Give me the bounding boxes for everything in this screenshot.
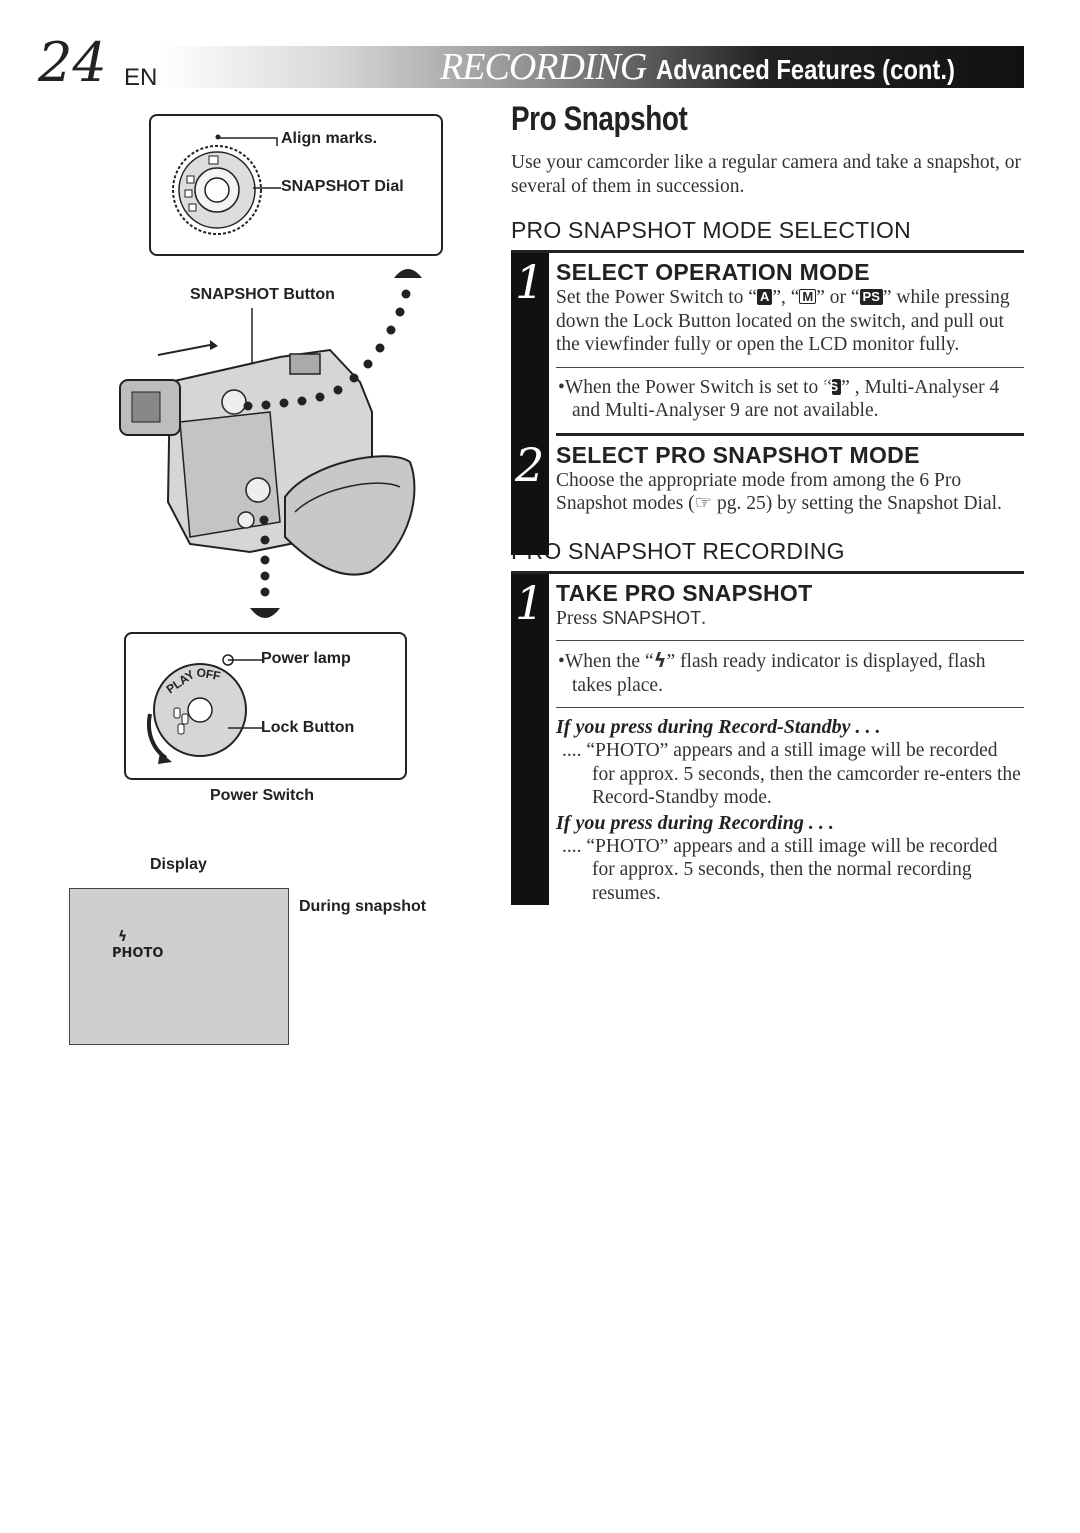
step-number: 1: [515, 575, 545, 630]
section-banner: RECORDING Advanced Features (cont.): [160, 46, 1024, 88]
step-text: ” or “: [816, 287, 860, 308]
flash-icon: ϟ: [653, 649, 667, 672]
record-standby-text: .... “PHOTO” appears and a still image w…: [562, 740, 1021, 808]
page-language: EN: [124, 64, 158, 91]
snapshot-dial-label: SNAPSHOT Dial: [281, 178, 404, 195]
step-number: 1: [515, 255, 545, 309]
step-text: Set the Power Switch to “: [556, 287, 757, 308]
snapshot-key: SNAPSHOT: [602, 607, 702, 628]
note-text: •When the “: [558, 651, 654, 672]
main-content: Pro Snapshot Use your camcorder like a r…: [511, 100, 1024, 905]
subheading-recording: If you press during Recording . . .: [556, 811, 834, 834]
divider: [556, 432, 1024, 436]
step-select-operation-mode: 1 SELECT OPERATION MODE Set the Power Sw…: [511, 253, 1024, 555]
divider: [556, 707, 1024, 708]
step-note: •When the “ϟ” flash ready indicator is d…: [556, 649, 1024, 697]
during-snapshot-label: During snapshot: [299, 898, 427, 915]
recording-text: .... “PHOTO” appears and a still image w…: [562, 835, 998, 904]
power-lamp-label: Power lamp: [261, 650, 351, 667]
page-title: Pro Snapshot: [511, 100, 688, 138]
photo-indicator: PHOTO: [112, 946, 164, 961]
step-body: Choose the appropriate mode from among t…: [556, 469, 1002, 515]
section-heading-mode-selection: PRO SNAPSHOT MODE SELECTION: [511, 217, 1024, 253]
step-text: Press: [556, 607, 603, 629]
step-select-pro-snapshot-mode: 2 SELECT PRO SNAPSHOT MODE Choose the ap…: [515, 436, 1024, 516]
lock-button-label: Lock Button: [261, 719, 355, 736]
subheading-record-standby: If you press during Record-Standby . . .: [556, 716, 881, 738]
banner-subtitle: Advanced Features (cont.): [656, 54, 956, 85]
snapshot-dial-illustration: [172, 134, 262, 235]
power-switch-figure: PLAY OFF Power lamp Lock Button: [124, 632, 407, 780]
snapshot-dial-figure: Align marks. SNAPSHOT Dial: [149, 114, 443, 256]
label-leader-lines: [219, 137, 281, 189]
intro-text: Use your camcorder like a regular camera…: [511, 152, 1022, 197]
note-text: ” flash ready indicator is displayed, fl…: [572, 651, 986, 696]
banner-title: RECORDING Advanced Features (cont.): [440, 46, 1008, 88]
step-number: 2: [515, 437, 545, 492]
step-text: ” while pressing down the Lock Button lo…: [556, 287, 1010, 355]
align-marks-label: Align marks.: [281, 130, 378, 147]
switch-off-label: OFF: [195, 665, 221, 683]
auto-mode-icon: A: [756, 289, 773, 305]
step-heading: TAKE PRO SNAPSHOT: [556, 579, 813, 606]
note-text: •When the Power Switch is set to “: [558, 376, 832, 398]
flash-icon: ϟ: [118, 929, 128, 945]
step-heading: SELECT PRO SNAPSHOT MODE: [556, 441, 920, 468]
divider: [556, 640, 1024, 641]
step-take-pro-snapshot: 1 TAKE PRO SNAPSHOT Press SNAPSHOT. •Whe…: [511, 573, 1024, 905]
step-text: ”, “: [772, 287, 800, 308]
display-screen: ϟ PHOTO: [69, 888, 289, 1045]
banner-recording: RECORDING: [440, 46, 647, 88]
power-switch-label: Power Switch: [210, 787, 315, 804]
pro-snapshot-icon: PS: [859, 289, 883, 305]
section-heading-recording: PRO SNAPSHOT RECORDING: [511, 538, 1024, 574]
manual-mode-icon: M: [799, 289, 817, 304]
camcorder-illustration: [119, 269, 422, 618]
page-number: 24: [38, 31, 107, 94]
power-switch-illustration: PLAY OFF: [147, 654, 247, 764]
pro-snapshot-icon: PS: [821, 378, 842, 395]
divider: [556, 366, 1024, 368]
note-text: ” , Multi-Analyser 4 and Multi-Analyser …: [572, 376, 1000, 422]
step-note: •When the Power Switch is set to “PS” , …: [556, 376, 1024, 423]
step-text: .: [701, 607, 706, 629]
step-heading: SELECT OPERATION MODE: [556, 259, 870, 285]
snapshot-button-label: SNAPSHOT Button: [190, 286, 335, 303]
step-body: Press SNAPSHOT.: [556, 607, 1024, 631]
display-label: Display: [150, 856, 207, 873]
step-bar: [511, 573, 549, 905]
step-bar: [511, 253, 549, 555]
step-body: Set the Power Switch to “A”, “M” or “PS”…: [556, 286, 1024, 357]
power-leader-lines: [228, 659, 262, 729]
